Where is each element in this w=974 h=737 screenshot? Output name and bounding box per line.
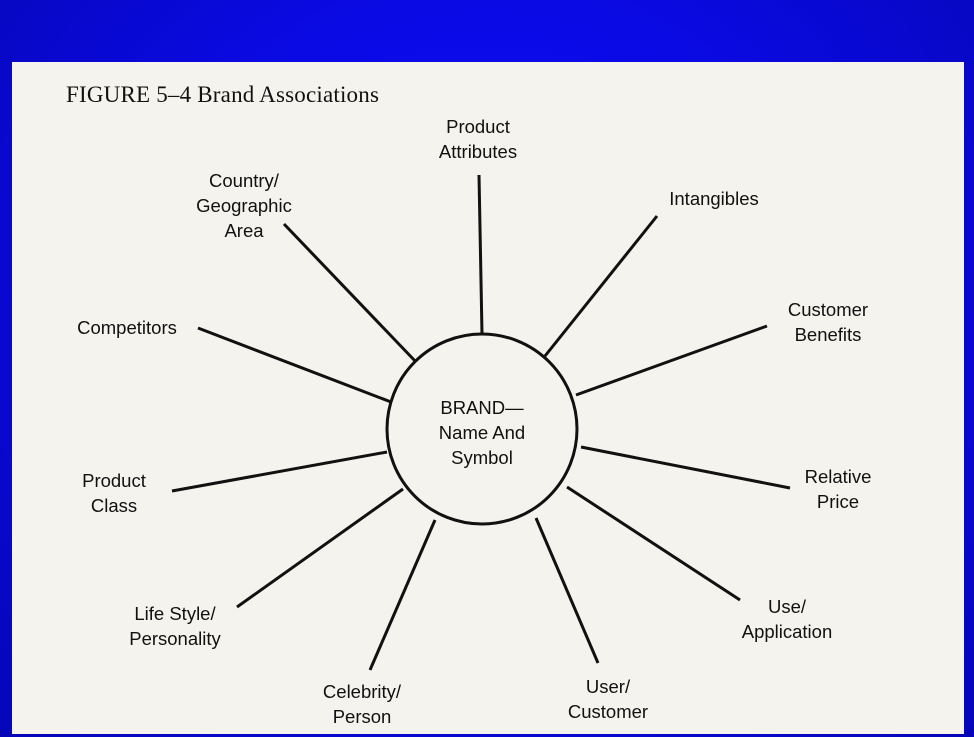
assoc-line: Class — [90, 495, 138, 516]
assoc-line: Personality — [129, 628, 221, 649]
assoc-line: Customer — [787, 299, 869, 320]
assoc-line: Life Style/ — [134, 603, 216, 624]
spoke-country-geographic-area — [282, 222, 419, 365]
spoke-life-style-personality — [236, 487, 404, 609]
center-line-1: BRAND— — [440, 397, 524, 418]
spoke-celebrity-person — [368, 519, 437, 671]
assoc-line: Attributes — [438, 141, 518, 162]
spoke-relative-price — [580, 445, 791, 490]
spoke-product-attributes — [477, 174, 484, 335]
spoke-intangibles — [543, 215, 659, 357]
assoc-line: Intangibles — [669, 188, 759, 209]
spoke-user-customer — [534, 517, 600, 664]
spoke-competitors — [197, 326, 392, 404]
spoke-customer-benefits — [575, 324, 768, 397]
assoc-line: Application — [741, 621, 833, 642]
center-line-3: Symbol — [451, 447, 513, 468]
assoc-line: Product — [446, 116, 510, 137]
assoc-product-attributes: Product Attributes — [413, 114, 543, 164]
assoc-life-style-personality: Life Style/ Personality — [108, 601, 242, 651]
assoc-line: Competitors — [77, 317, 177, 338]
brand-circle — [385, 332, 579, 526]
brand-center-label: BRAND— Name And Symbol — [402, 395, 562, 470]
assoc-line: Relative — [804, 466, 872, 487]
assoc-competitors: Competitors — [62, 315, 192, 340]
assoc-celebrity-person: Celebrity/ Person — [302, 679, 422, 729]
assoc-relative-price: Relative Price — [782, 464, 894, 514]
spoke-use-application — [566, 485, 741, 602]
spoke-product-class — [171, 450, 388, 493]
assoc-line: Country/ — [209, 170, 279, 191]
assoc-line: Customer — [567, 701, 649, 722]
assoc-line: Product — [82, 470, 146, 491]
assoc-product-class: Product Class — [64, 468, 164, 518]
figure-title: FIGURE 5–4 Brand Associations — [66, 82, 380, 107]
assoc-line: Use/ — [767, 596, 807, 617]
assoc-line: Price — [816, 491, 860, 512]
center-line-2: Name And — [438, 422, 526, 443]
assoc-country-geographic-area: Country/ Geographic Area — [176, 168, 312, 243]
assoc-line: Benefits — [794, 324, 862, 345]
brand-associations-diagram — [171, 174, 791, 671]
assoc-intangibles: Intangibles — [652, 186, 776, 211]
assoc-line: Celebrity/ — [322, 681, 402, 702]
assoc-user-customer: User/ Customer — [548, 674, 668, 724]
assoc-line: User/ — [585, 676, 631, 697]
assoc-use-application: Use/ Application — [722, 594, 852, 644]
assoc-line: Area — [224, 220, 264, 241]
assoc-line: Geographic — [196, 195, 292, 216]
assoc-customer-benefits: Customer Benefits — [764, 297, 892, 347]
assoc-line: Person — [332, 706, 392, 727]
figure-page: FIGURE 5–4 Brand Associations BRAND— Nam… — [12, 62, 964, 734]
